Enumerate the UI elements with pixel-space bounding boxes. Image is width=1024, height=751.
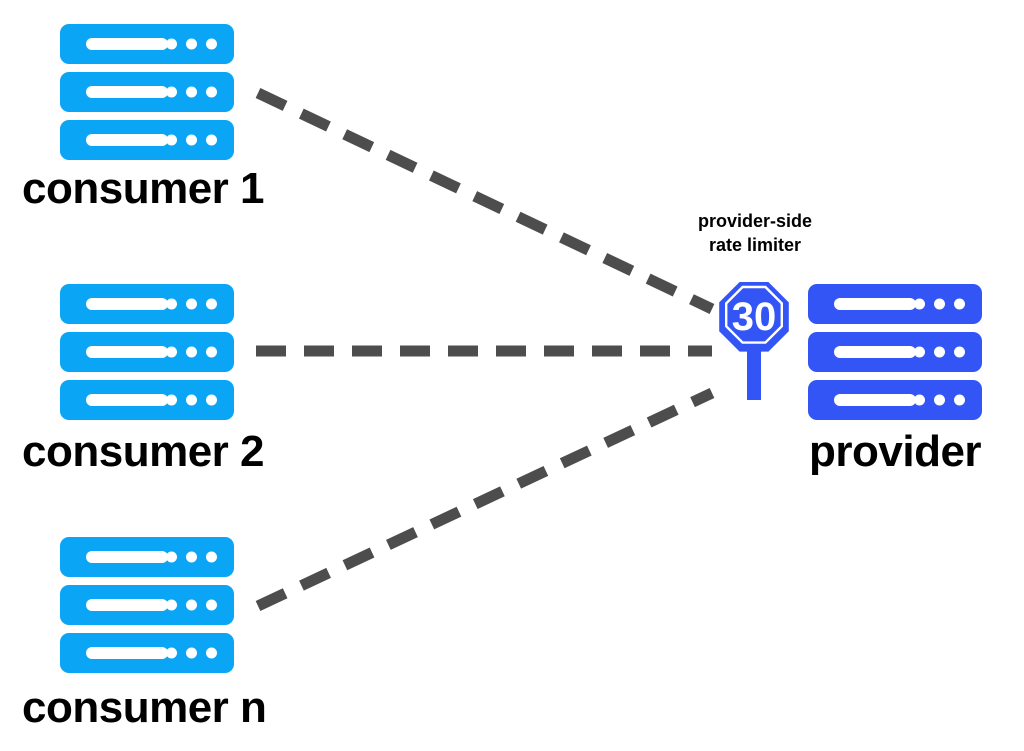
server-rack-dots-icon [914, 346, 965, 358]
server-rack [808, 284, 982, 324]
server-rack-dots-icon [166, 599, 217, 611]
server-rack-bar-icon [834, 298, 916, 310]
provider-server-stack [808, 284, 982, 420]
server-rack [60, 72, 234, 112]
server-rack [60, 284, 234, 324]
server-rack [808, 380, 982, 420]
edge-consumer-n [255, 388, 715, 611]
server-rack-bar-icon [86, 86, 168, 98]
consumer-1-server-stack [60, 24, 234, 160]
server-rack [60, 24, 234, 64]
consumer-2-server-stack [60, 284, 234, 420]
server-rack [60, 585, 234, 625]
server-rack [60, 332, 234, 372]
server-rack-dots-icon [166, 38, 217, 50]
server-rack [808, 332, 982, 372]
rate-limiter-caption-line-1: provider-side [697, 211, 813, 231]
server-rack-dots-icon [166, 134, 217, 146]
server-rack-bar-icon [86, 134, 168, 146]
sign-post-icon [747, 336, 761, 400]
server-rack [60, 633, 234, 673]
server-rack-bar-icon [86, 298, 168, 310]
server-rack-bar-icon [86, 647, 168, 659]
consumer-2-label: consumer 2 [22, 427, 264, 476]
consumer-n-server-stack [60, 537, 234, 673]
server-rack-bar-icon [834, 346, 916, 358]
server-rack-bar-icon [86, 38, 168, 50]
server-rack-bar-icon [86, 394, 168, 406]
provider-label: provider [809, 427, 982, 476]
server-rack-dots-icon [166, 86, 217, 98]
server-rack [60, 120, 234, 160]
server-rack-bar-icon [86, 551, 168, 563]
server-rack [60, 380, 234, 420]
server-rack-bar-icon [86, 599, 168, 611]
server-rack-bar-icon [834, 394, 916, 406]
rate-limiter-caption: provider-side rate limiter [681, 209, 829, 258]
server-rack-dots-icon [166, 394, 217, 406]
server-rack-dots-icon [166, 647, 217, 659]
sign-octagon-outer [719, 282, 789, 352]
server-rack-dots-icon [166, 551, 217, 563]
consumer-1-label: consumer 1 [22, 164, 264, 213]
edge-consumer-1 [255, 88, 715, 314]
consumer-n-label: consumer n [22, 683, 267, 732]
sign-octagon-inner-ring [725, 285, 783, 344]
server-rack-dots-icon [914, 298, 965, 310]
server-rack-dots-icon [166, 298, 217, 310]
server-rack-dots-icon [914, 394, 965, 406]
sign-speed-value: 30 [732, 295, 777, 339]
server-rack-dots-icon [166, 346, 217, 358]
server-rack-bar-icon [86, 346, 168, 358]
server-rack [60, 537, 234, 577]
rate-limiter-sign-icon: 30 [719, 282, 789, 400]
rate-limiter-caption-line-2: rate limiter [708, 235, 802, 256]
